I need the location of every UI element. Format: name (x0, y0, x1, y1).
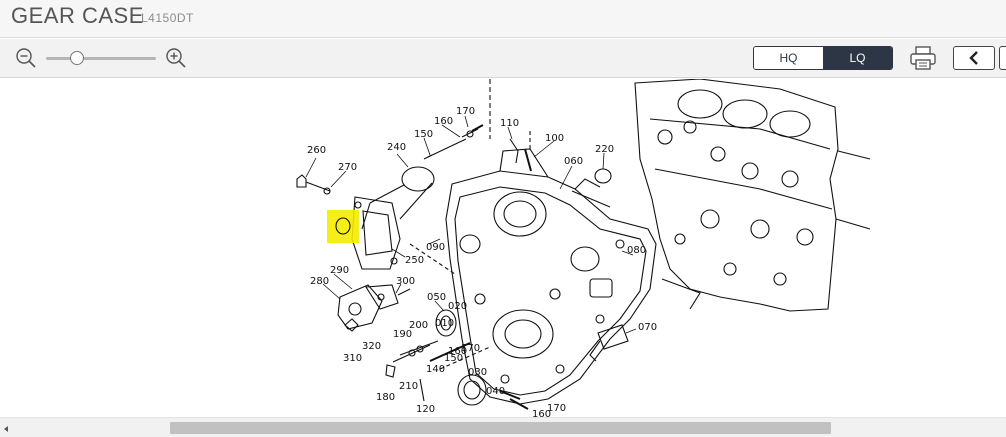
zoom-slider-thumb[interactable] (69, 51, 84, 65)
gear-case-exploded-diagram: 2602702401501701601101000602202500902902… (296, 79, 871, 417)
zoom-slider-track (46, 57, 156, 60)
chevron-left-icon (969, 51, 978, 65)
scrollbar-thumb[interactable] (170, 422, 831, 434)
page-title: GEAR CASE (11, 3, 144, 28)
callout-090[interactable]: 090 (426, 242, 445, 253)
callout-260[interactable]: 260 (307, 145, 326, 156)
callout-070[interactable]: 070 (638, 322, 657, 333)
callout-040[interactable]: 040 (486, 386, 505, 397)
callout-210[interactable]: 210 (399, 381, 418, 392)
callout-170[interactable]: 170 (461, 343, 480, 354)
zoom-slider[interactable] (46, 51, 156, 65)
callout-220[interactable]: 220 (595, 144, 614, 155)
callout-170[interactable]: 170 (456, 106, 475, 117)
scroll-left-icon (4, 426, 8, 432)
callout-320[interactable]: 320 (362, 341, 381, 352)
callout-250[interactable]: 250 (405, 255, 424, 266)
scroll-left-button[interactable] (2, 422, 12, 434)
callout-150[interactable]: 150 (444, 353, 463, 364)
callout-060[interactable]: 060 (564, 156, 583, 167)
callout-080[interactable]: 080 (627, 245, 646, 256)
next-button-partial[interactable] (999, 46, 1006, 70)
zoom-out-button[interactable] (15, 47, 37, 69)
printer-icon (910, 46, 936, 70)
callout-300[interactable]: 300 (396, 276, 415, 287)
quality-toggle: HQ LQ (753, 46, 893, 70)
callout-120[interactable]: 120 (416, 404, 435, 415)
callout-150[interactable]: 150 (414, 129, 433, 140)
callout-180[interactable]: 180 (376, 392, 395, 403)
callout-160[interactable]: 160 (532, 409, 551, 417)
horizontal-scrollbar[interactable] (0, 417, 1006, 437)
callout-190[interactable]: 190 (393, 329, 412, 340)
callout-050[interactable]: 050 (427, 292, 446, 303)
model-number: L4150DT (141, 11, 194, 25)
callout-030[interactable]: 030 (468, 367, 487, 378)
callout-010[interactable]: 010 (435, 318, 454, 329)
callout-020[interactable]: 020 (448, 301, 467, 312)
callout-100[interactable]: 100 (545, 133, 564, 144)
print-button[interactable] (909, 45, 937, 71)
callout-160[interactable]: 160 (448, 346, 467, 357)
zoom-out-icon (16, 48, 36, 68)
callout-160[interactable]: 160 (434, 116, 453, 127)
callout-110[interactable]: 110 (500, 118, 519, 129)
title-bar: GEAR CASE L4150DT (0, 0, 1006, 38)
callout-280[interactable]: 280 (310, 276, 329, 287)
callout-270[interactable]: 270 (338, 162, 357, 173)
zoom-in-icon (166, 48, 186, 68)
callout-240[interactable]: 240 (387, 142, 406, 153)
callout-140[interactable]: 140 (426, 364, 445, 375)
zoom-in-button[interactable] (165, 47, 187, 69)
callout-170[interactable]: 170 (547, 403, 566, 414)
callout-200[interactable]: 200 (409, 320, 428, 331)
quality-lq-button[interactable]: LQ (823, 47, 892, 69)
callout-290[interactable]: 290 (330, 265, 349, 276)
highlight-marker[interactable] (327, 210, 359, 243)
quality-hq-button[interactable]: HQ (754, 47, 823, 69)
callout-310[interactable]: 310 (343, 353, 362, 364)
back-button[interactable] (953, 46, 995, 70)
